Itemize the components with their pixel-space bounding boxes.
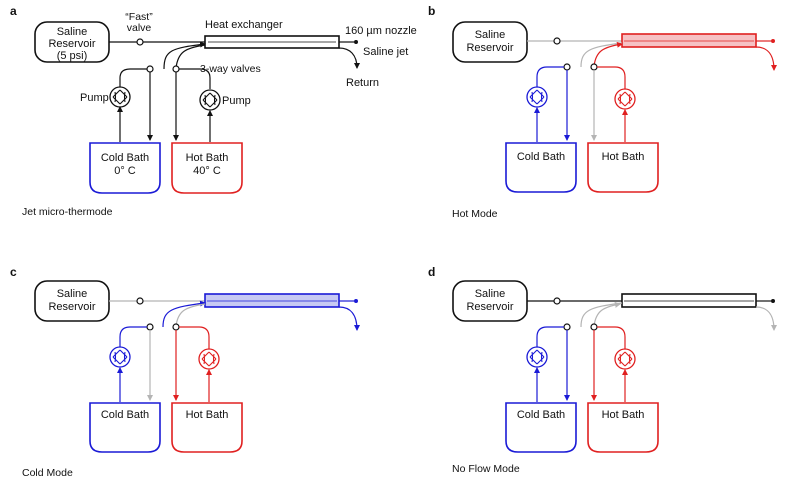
heat-exchanger-label: Heat exchanger xyxy=(205,19,283,31)
cold-bath xyxy=(505,142,577,193)
pump-right-label: Pump xyxy=(222,95,251,107)
reservoir-label-line1: Saline xyxy=(57,26,88,38)
three-way-valves-label: 3-way valves xyxy=(200,63,261,75)
hot-bath-label: Hot Bath xyxy=(602,151,645,163)
three-way-valve-cold-icon xyxy=(146,323,154,331)
panel-letter: b xyxy=(428,4,435,18)
nozzle-dot-icon xyxy=(771,39,775,43)
hot-bath xyxy=(171,142,243,194)
cold-bath xyxy=(505,402,577,453)
pump-hot xyxy=(614,88,636,110)
cold-bath-label: Cold Bath xyxy=(101,409,149,421)
hot-bath-label: Hot Bath xyxy=(186,409,229,421)
return-label: Return xyxy=(346,77,379,89)
three-way-valve-cold-icon xyxy=(563,323,571,331)
three-way-valve-cold-icon xyxy=(146,65,154,73)
three-way-valve-hot-icon xyxy=(590,323,598,331)
hot-bath-label: Hot Bath xyxy=(186,152,229,164)
reservoir-label-line1: Saline xyxy=(475,288,506,300)
pump-cold xyxy=(526,346,548,368)
heat-exchanger xyxy=(621,293,757,308)
saline-reservoir-box xyxy=(452,21,528,63)
reservoir-label-line1: Saline xyxy=(57,288,88,300)
cold-bath-temp: 0° C xyxy=(114,165,136,177)
fast-valve-icon xyxy=(553,297,561,305)
heat-exchanger xyxy=(204,293,340,308)
reservoir-label-line3: (5 psi) xyxy=(57,50,88,62)
pump-right xyxy=(199,89,221,111)
cold-bath-label: Cold Bath xyxy=(517,409,565,421)
pump-cold xyxy=(526,86,548,108)
reservoir-label-line2: Reservoir xyxy=(48,301,95,313)
fast-valve-label-line2: valve xyxy=(127,22,152,34)
cold-bath-label: Cold Bath xyxy=(101,152,149,164)
nozzle-label: 160 µm nozzle xyxy=(345,25,417,37)
heat-exchanger xyxy=(621,33,757,48)
reservoir-label-line2: Reservoir xyxy=(48,38,95,50)
nozzle-dot-icon xyxy=(771,299,775,303)
hot-bath xyxy=(587,402,659,453)
pump-cold xyxy=(109,346,131,368)
three-way-valve-hot-icon xyxy=(172,65,180,73)
nozzle-dot-icon xyxy=(354,299,358,303)
pump-left xyxy=(109,86,131,108)
pump-hot xyxy=(198,348,220,370)
pump-hot xyxy=(614,348,636,370)
panel-caption: Cold Mode xyxy=(22,467,73,479)
fast-valve-label-line1: “Fast” xyxy=(125,11,153,23)
cold-bath-label: Cold Bath xyxy=(517,151,565,163)
panel-caption: Hot Mode xyxy=(452,208,498,220)
three-way-valve-cold-icon xyxy=(563,63,571,71)
panel-c: c Saline Reservoir Cold Bath xyxy=(10,265,360,479)
hot-bath xyxy=(171,402,243,453)
pump-left-label: Pump xyxy=(80,92,109,104)
nozzle-dot-icon xyxy=(354,40,358,44)
panel-a: a Saline Reservoir (5 psi) “Fast” valve … xyxy=(10,4,417,218)
reservoir-label-line2: Reservoir xyxy=(466,301,513,313)
panel-letter: a xyxy=(10,4,17,18)
panel-b: b Saline Reservoir Cold Bath xyxy=(428,4,777,220)
saline-jet-label: Saline jet xyxy=(363,46,408,58)
panel-caption: No Flow Mode xyxy=(452,463,520,475)
panel-caption: Jet micro-thermode xyxy=(22,206,113,218)
hot-bath-temp: 40° C xyxy=(193,165,221,177)
fast-valve-icon xyxy=(553,37,561,45)
panel-letter: d xyxy=(428,265,435,279)
hot-bath-label: Hot Bath xyxy=(602,409,645,421)
three-way-valve-hot-icon xyxy=(590,63,598,71)
panel-letter: c xyxy=(10,265,17,279)
fast-valve-icon xyxy=(136,38,144,46)
cold-bath xyxy=(89,142,161,194)
reservoir-label-line1: Saline xyxy=(475,29,506,41)
cold-bath xyxy=(89,402,161,453)
fast-valve-icon xyxy=(136,297,144,305)
reservoir-label-line2: Reservoir xyxy=(466,42,513,54)
hot-bath xyxy=(587,142,659,193)
panel-d: d Saline Reservoir Cold Bath xyxy=(428,265,777,475)
three-way-valve-hot-icon xyxy=(172,323,180,331)
